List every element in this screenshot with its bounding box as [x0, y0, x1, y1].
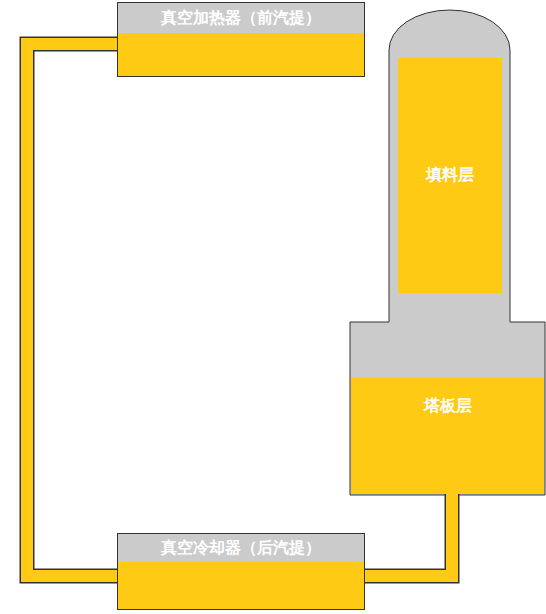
vessel-header: 真空加热器（前汽提）	[118, 3, 364, 33]
vessel-box: 真空冷却器（后汽提）	[117, 533, 365, 610]
vessel-box: 真空加热器（前汽提）	[117, 2, 365, 77]
pipe-fill	[365, 494, 452, 576]
pipe-fill	[27, 44, 117, 576]
pipe-connector	[365, 494, 452, 576]
section-label: 塔板层	[424, 396, 472, 417]
pipe-outline	[27, 44, 117, 576]
pipe-connector	[27, 44, 117, 576]
tower-section: 填料层	[398, 58, 502, 293]
section-label: 填料层	[426, 165, 474, 186]
vessel-label: 真空加热器（前汽提）	[161, 8, 321, 29]
pipe-outline	[365, 494, 452, 576]
vessel-header: 真空冷却器（后汽提）	[118, 534, 364, 562]
tower-shell	[350, 10, 545, 495]
tower-section: 塔板层	[351, 378, 544, 494]
vessel-label: 真空冷却器（后汽提）	[161, 538, 321, 559]
